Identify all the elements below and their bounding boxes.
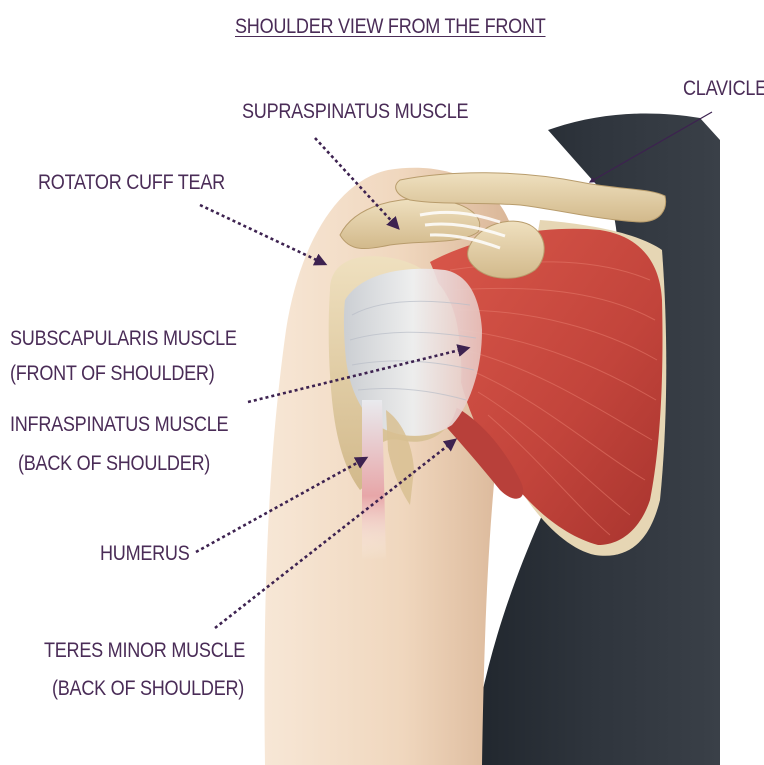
label-rotator-cuff-tear: ROTATOR CUFF TEAR [38, 166, 225, 199]
label-subscapularis-1: SUBSCAPULARIS MUSCLE [10, 322, 237, 355]
page-title: SHOULDER VIEW FROM THE FRONT [235, 10, 546, 43]
label-infraspinatus-2: (BACK OF SHOULDER) [18, 447, 210, 480]
label-clavicle: CLAVICLE [683, 72, 764, 105]
label-teres-minor-2: (BACK OF SHOULDER) [52, 672, 244, 705]
label-humerus: HUMERUS [100, 537, 190, 570]
label-subscapularis-2: (FRONT OF SHOULDER) [10, 357, 214, 390]
humerus-shaft [362, 400, 386, 560]
label-infraspinatus-1: INFRASPINATUS MUSCLE [10, 408, 228, 441]
label-supraspinatus: SUPRASPINATUS MUSCLE [242, 95, 468, 128]
label-teres-minor-1: TERES MINOR MUSCLE [44, 634, 245, 667]
